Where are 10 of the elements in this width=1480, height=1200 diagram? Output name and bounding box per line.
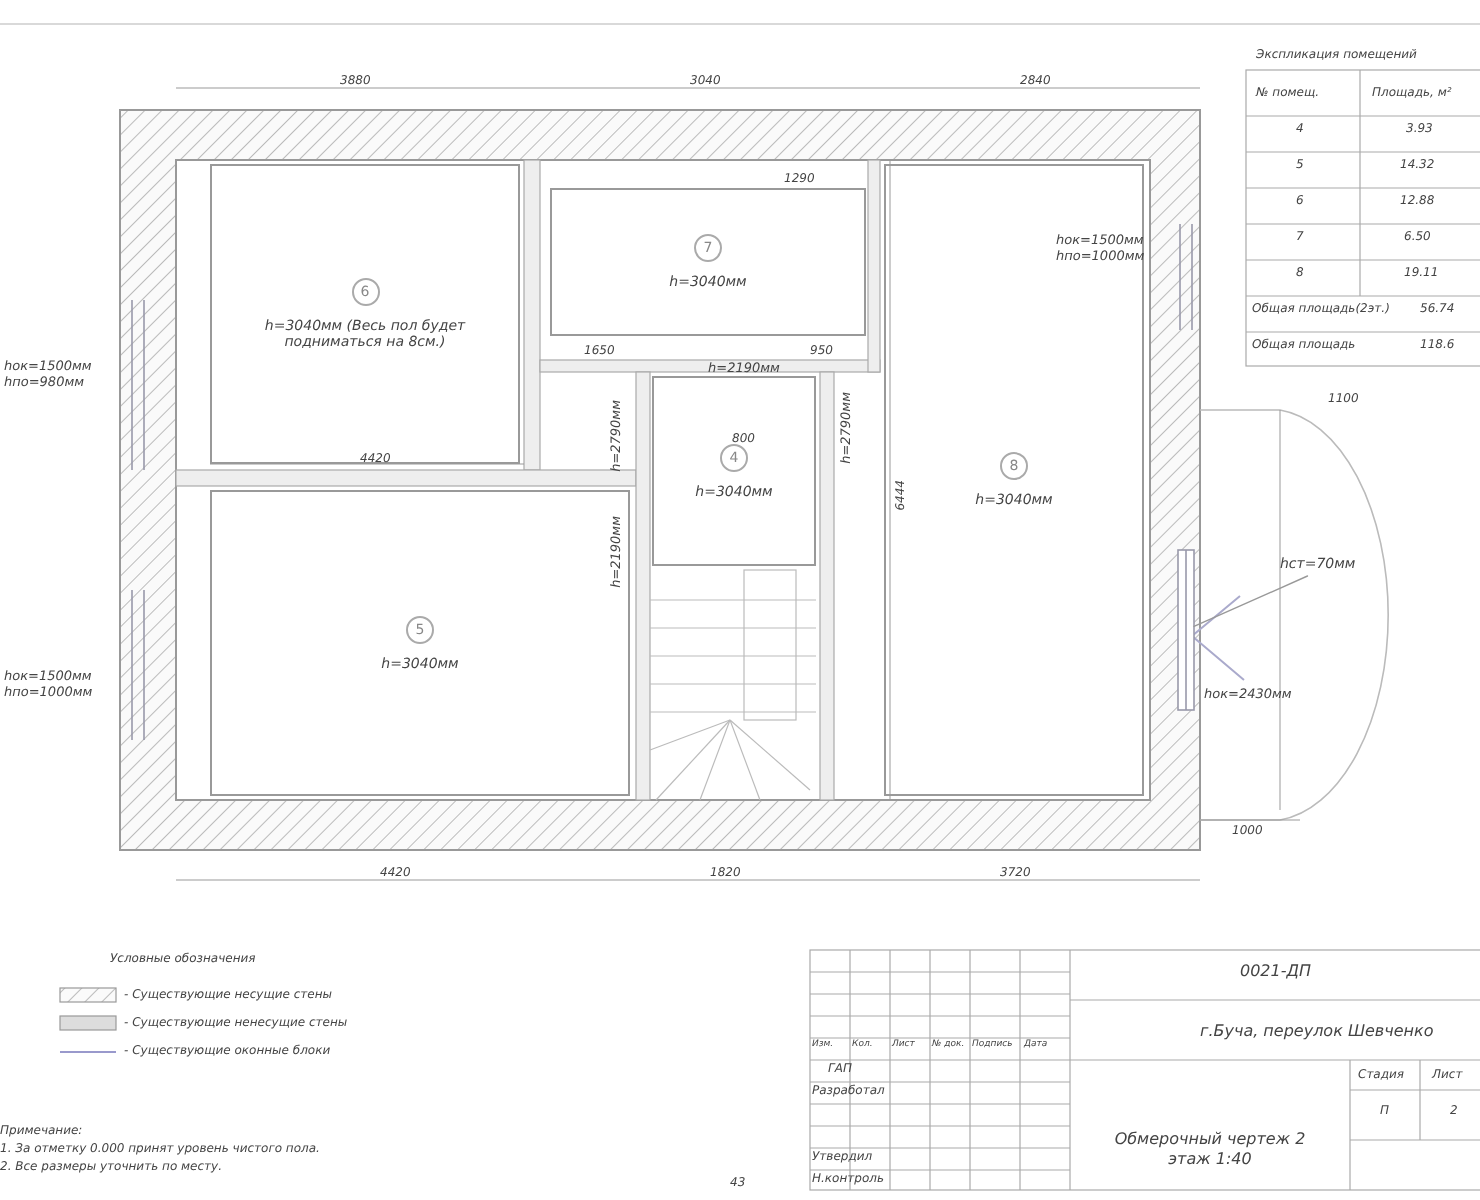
- room-outline: [884, 164, 1144, 796]
- drawing-code: 0021-ДП: [1240, 962, 1312, 982]
- address-text: г.Буча, переулок Шевченко: [1200, 1022, 1434, 1042]
- room-outline: [210, 490, 630, 796]
- room-outline: [550, 188, 866, 336]
- window-block: [1177, 549, 1195, 711]
- leader-line: [1193, 575, 1309, 628]
- room-outline: [652, 376, 816, 566]
- room-outline: [210, 164, 520, 464]
- drawing-title: Обмерочный чертеж 2 этаж 1:40: [1112, 1130, 1308, 1169]
